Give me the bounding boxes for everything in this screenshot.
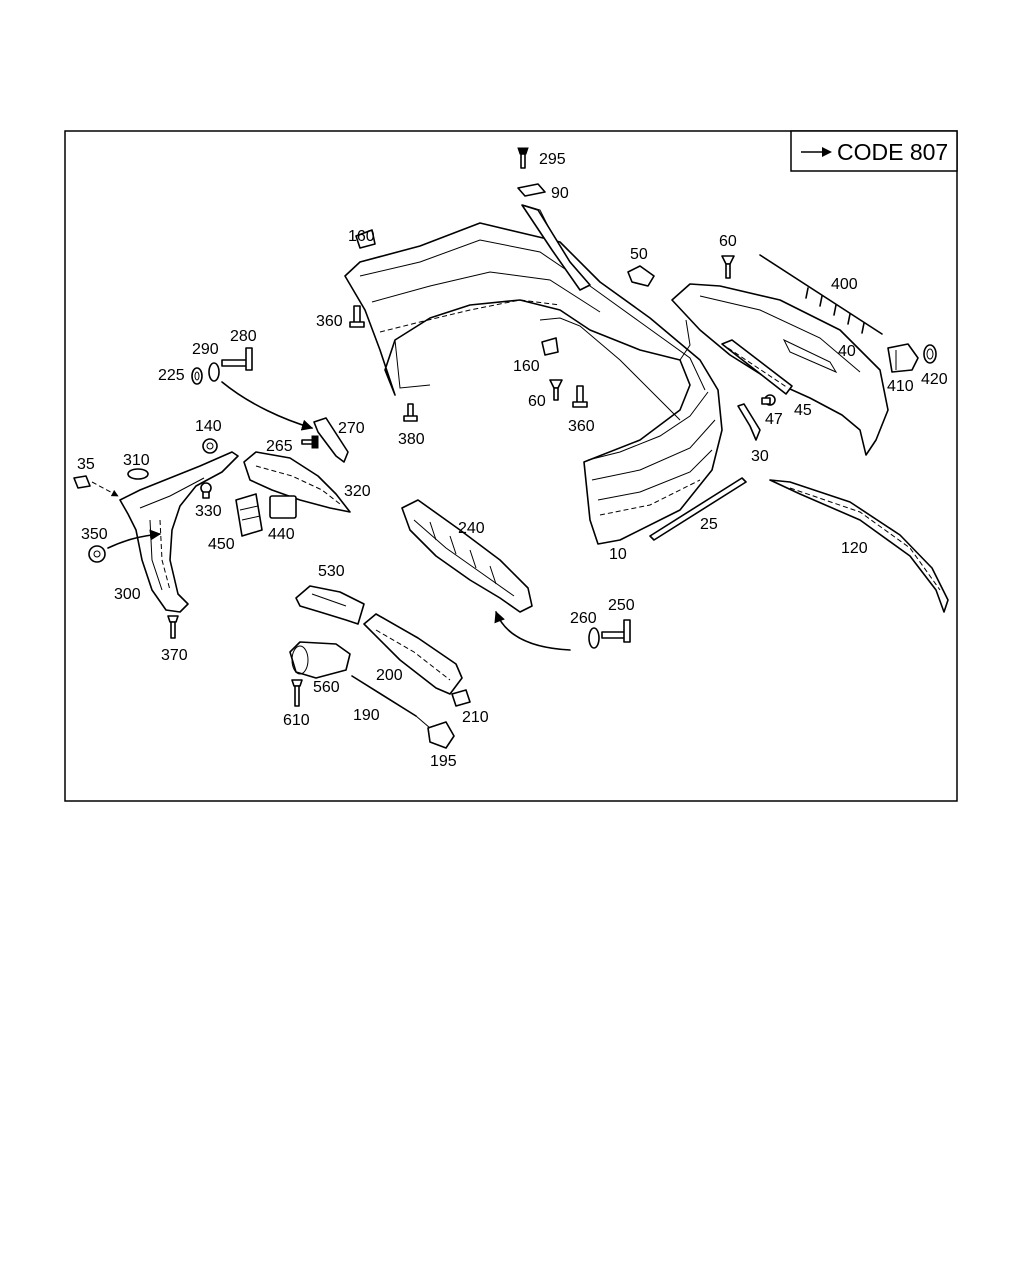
callout-360b: 360 [568,418,595,435]
assembly-arrow-240 [494,610,571,651]
clip-part-140 [202,438,218,454]
callout-225: 225 [158,367,185,384]
callout-140: 140 [195,418,222,435]
trim-strip-part-25 [649,477,747,541]
washer-part-290 [208,362,220,382]
washer-part-350 [88,545,106,563]
callout-265: 265 [266,438,293,455]
callout-290: 290 [192,341,219,358]
callout-labels: 295 90 160 50 60 400 360 280 290 225 160… [77,151,948,770]
callout-60b: 60 [528,393,546,410]
callout-370: 370 [161,647,188,664]
bracket-part-530 [295,585,365,625]
leader-35 [91,481,119,497]
callout-30: 30 [751,448,769,465]
callout-45: 45 [794,402,812,419]
callout-120: 120 [841,540,868,557]
callout-310: 310 [123,452,150,469]
clip-part-330 [200,482,212,499]
bracket-part-30 [737,403,761,441]
ring-part-420 [923,344,937,364]
washer-part-310 [127,468,149,480]
label-part-195 [427,721,455,749]
assembly-arrow-270 [221,381,314,431]
housing-part-560 [289,641,351,679]
callout-560: 560 [313,679,340,696]
callout-90: 90 [551,185,569,202]
diffuser-part-40 [671,283,889,456]
callout-420: 420 [921,371,948,388]
callout-47: 47 [765,411,783,428]
code-box: CODE 807 [790,130,958,172]
bracket-part-270 [313,417,349,463]
arrow-right-icon [801,147,832,157]
clip-part-160b [541,337,559,356]
screw-part-60b [549,379,563,401]
code-label: CODE 807 [837,139,948,165]
assembly-arrow-350 [107,529,162,549]
callout-10: 10 [609,546,627,563]
callout-240: 240 [458,520,485,537]
screw-part-295 [517,147,529,169]
callout-440: 440 [268,526,295,543]
callout-350: 350 [81,526,108,543]
callout-380: 380 [398,431,425,448]
callout-450: 450 [208,536,235,553]
callout-400: 400 [831,276,858,293]
callout-50: 50 [630,246,648,263]
strip-part-400 [759,254,883,335]
callout-160b: 160 [513,358,540,375]
screw-part-360b [572,385,588,408]
callout-610: 610 [283,712,310,729]
callout-40: 40 [838,343,856,360]
callout-210: 210 [462,709,489,726]
callout-360: 360 [316,313,343,330]
clip-part-35 [73,475,91,489]
bracket-part-450 [235,493,263,537]
screw-part-370 [167,615,179,639]
callout-35: 35 [77,456,95,473]
callout-530: 530 [318,563,345,580]
clip-part-90 [517,183,546,197]
bracket-part-90 [521,204,591,291]
grille-part-200 [363,613,463,695]
sensor-part-410 [887,343,919,373]
module-part-440 [269,495,297,519]
callout-250: 250 [608,597,635,614]
callout-260: 260 [570,610,597,627]
callout-320: 320 [344,483,371,500]
bolt-part-280 [221,347,253,371]
callout-200: 200 [376,667,403,684]
clip-part-160a [355,229,376,249]
screw-part-360a [349,305,365,328]
callout-60: 60 [719,233,737,250]
callout-195: 195 [430,753,457,770]
screw-part-610 [291,679,303,707]
callout-330: 330 [195,503,222,520]
callout-295: 295 [539,151,566,168]
cover-part-50 [627,265,655,287]
lip-part-120 [769,479,949,613]
callout-160: 160 [348,228,375,245]
callout-190: 190 [353,707,380,724]
rod-part-190 [351,675,417,717]
callout-280: 280 [230,328,257,345]
grille-part-45 [721,339,793,395]
clip-part-210 [451,689,471,707]
side-bracket-part-320 [243,451,351,513]
screw-part-380 [403,403,418,422]
nut-part-225 [191,367,203,385]
callout-300: 300 [114,586,141,603]
washer-part-260 [588,627,600,649]
callout-410: 410 [887,378,914,395]
screw-part-265 [301,435,319,449]
callout-270: 270 [338,420,365,437]
bolt-part-250 [601,619,631,643]
screw-part-47 [761,394,776,406]
beam-part-240 [401,499,533,613]
diagram-frame [64,130,958,802]
callout-25: 25 [700,516,718,533]
screw-part-60a [721,255,735,279]
